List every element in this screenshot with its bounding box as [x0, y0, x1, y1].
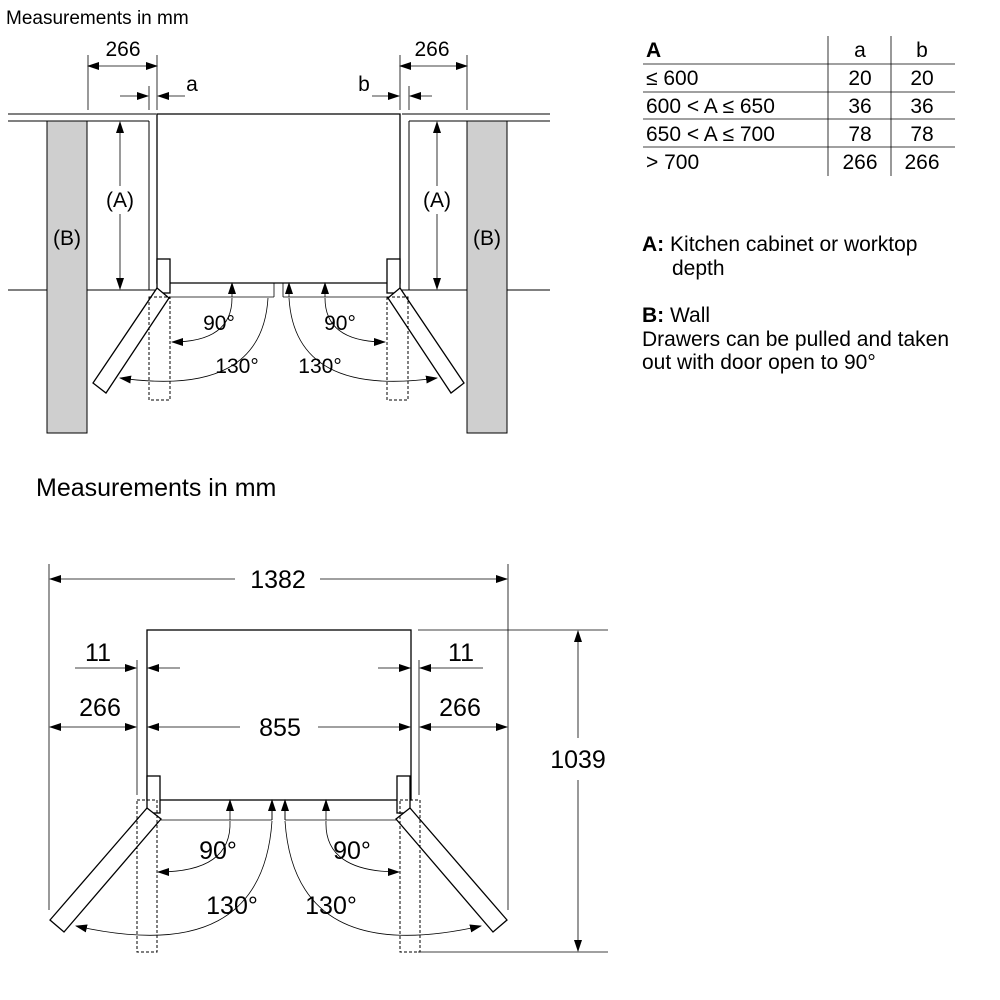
table-cell: 266 — [904, 151, 939, 174]
top-diagram: Measurements in mm 266 — [6, 8, 550, 434]
angle-90-left-bottom: 90° — [199, 837, 237, 865]
table-cell: 20 — [910, 67, 933, 90]
dim-gap-left: 11 — [85, 639, 111, 667]
angle-130-left-bottom: 130° — [206, 892, 258, 920]
fridge-body-bottom — [146, 629, 412, 801]
door-right-bottom — [395, 807, 508, 933]
bottom-diagram-title: Measurements in mm — [36, 474, 276, 502]
fridge-body-top — [156, 113, 401, 284]
dim-gap-right: 11 — [448, 639, 474, 667]
hinge-left-bottom — [146, 775, 161, 814]
wall-right — [466, 120, 508, 434]
table-cell: > 700 — [646, 151, 699, 174]
top-diagram-title: Measurements in mm — [6, 8, 189, 29]
hinge-right — [386, 258, 401, 294]
table-cell: 20 — [848, 67, 871, 90]
table-header-a: a — [854, 39, 866, 62]
angle-90-right-top: 90° — [324, 312, 356, 335]
table-cell: 36 — [910, 95, 933, 118]
table-cell: 36 — [848, 95, 871, 118]
hinge-left — [156, 258, 171, 294]
label-b: b — [358, 73, 370, 96]
angle-90-left-top: 90° — [203, 312, 235, 335]
table-header-b: b — [916, 39, 928, 62]
dim-side-right: 266 — [439, 694, 481, 722]
legend-B-text: Wall — [670, 304, 711, 327]
legend-A-text-line2: depth — [672, 257, 725, 280]
door-left-top — [92, 287, 170, 394]
label-A-right: (A) — [423, 189, 451, 212]
angle-130-right-bottom: 130° — [305, 892, 357, 920]
label-a: a — [186, 73, 198, 96]
legend-B: B: Wall — [642, 304, 710, 328]
dim-body-width: 855 — [259, 714, 301, 742]
hinge-right-bottom — [396, 775, 411, 814]
table-cell: ≤ 600 — [646, 67, 698, 90]
table-cell: 78 — [910, 123, 933, 146]
label-B-right: (B) — [473, 227, 501, 250]
legend-note-line2: out with door open to 90° — [642, 351, 876, 374]
label-B-left: (B) — [53, 227, 81, 250]
legend-A: A: Kitchen cabinet or worktop — [642, 233, 917, 257]
angle-130-left-top: 130° — [215, 355, 258, 378]
legend-A-key: A: — [642, 233, 665, 256]
legend-note-line1: Drawers can be pulled and taken — [642, 328, 950, 351]
table-cell: 78 — [848, 123, 871, 146]
bottom-diagram: Measurements in mm 1382 11 11 — [36, 474, 608, 953]
dim-total-width: 1382 — [250, 566, 306, 594]
angle-130-right-top: 130° — [298, 355, 341, 378]
angle-90-right-bottom: 90° — [333, 837, 371, 865]
lookup-table: A a b ≤ 600 20 20 600 < A ≤ 650 36 36 65… — [643, 36, 955, 176]
table-cell: 600 < A ≤ 650 — [646, 95, 775, 118]
wall-left — [46, 120, 88, 434]
dim-266-left: 266 — [105, 38, 140, 61]
legend-A-text-line1: Kitchen cabinet or worktop — [670, 233, 918, 256]
door-right-top — [387, 287, 465, 394]
table-cell: 266 — [842, 151, 877, 174]
label-A-left: (A) — [106, 189, 134, 212]
dim-side-left: 266 — [79, 694, 121, 722]
table-header-A: A — [646, 39, 661, 62]
dim-266-right: 266 — [414, 38, 449, 61]
door-left-bottom — [49, 807, 162, 933]
legend-B-key: B: — [642, 304, 665, 327]
table-cell: 650 < A ≤ 700 — [646, 123, 775, 146]
dim-depth: 1039 — [550, 746, 606, 774]
